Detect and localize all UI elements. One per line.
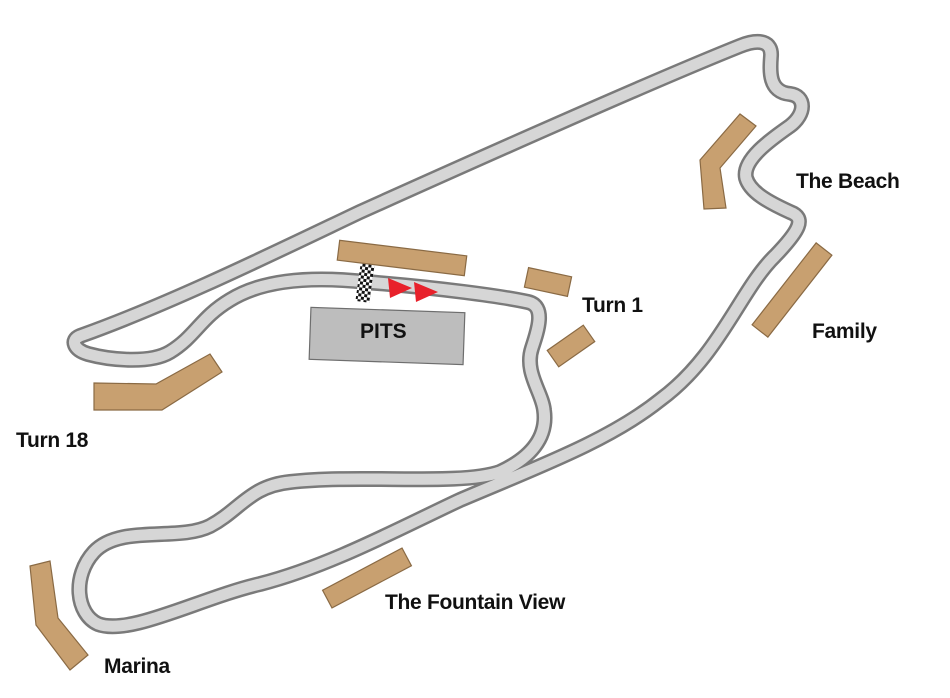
- grandstand-marina: [29, 560, 89, 671]
- race-track: [66, 33, 810, 635]
- grandstand-turn1-upper: [523, 266, 573, 298]
- grandstand-turn1-lower: [546, 324, 596, 368]
- grandstand-family: [751, 242, 833, 338]
- pits-label: PITS: [360, 320, 407, 343]
- checkered-flag-icon: [355, 263, 375, 303]
- grandstands: [29, 113, 833, 671]
- grandstand-main-straight: [336, 239, 468, 277]
- grandstand-fountain-view: [321, 547, 413, 609]
- label-the-beach: The Beach: [796, 170, 900, 193]
- grandstand-turn18: [93, 353, 223, 411]
- label-turn-18: Turn 18: [16, 429, 89, 452]
- direction-arrow-icon: [388, 278, 438, 302]
- label-turn-1: Turn 1: [582, 294, 643, 317]
- label-fountain-view: The Fountain View: [385, 591, 566, 614]
- track-surface: [69, 36, 808, 632]
- pits-building: [308, 306, 466, 366]
- label-family: Family: [812, 320, 877, 343]
- label-marina: Marina: [104, 655, 170, 678]
- grandstand-the-beach: [699, 113, 757, 210]
